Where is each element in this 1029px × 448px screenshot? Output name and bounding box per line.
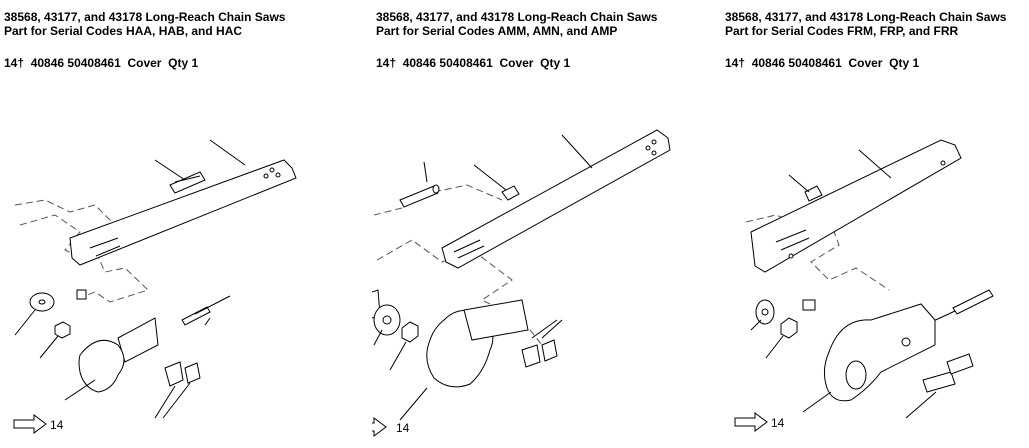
short-bolt	[184, 362, 201, 384]
part-line: 14† 40846 50408461 Cover Qty 1	[376, 56, 571, 70]
bolt-shank	[194, 295, 231, 315]
leader-line	[389, 341, 407, 371]
diagram-panel-1: 38568, 43177, and 43178 Long-Reach Chain…	[0, 0, 343, 448]
bar-hole	[263, 173, 269, 179]
saw-chain	[169, 171, 206, 194]
right-outline-arrow-icon	[372, 417, 387, 437]
diagram-panel-3: 38568, 43177, and 43178 Long-Reach Chain…	[721, 0, 1029, 448]
leader-line	[788, 174, 810, 193]
short-bolt	[164, 361, 184, 387]
washer-hole	[761, 308, 769, 316]
assembly-guide-line	[14, 199, 149, 303]
leader-line	[209, 139, 246, 166]
leader-line	[14, 309, 36, 336]
bar-hole	[269, 167, 275, 173]
leader-line	[154, 385, 176, 419]
leader-line	[802, 391, 832, 413]
pin-end	[432, 184, 440, 194]
washer-hole	[38, 299, 46, 305]
guide-bar	[750, 139, 962, 273]
panel-title-line-2: Part for Serial Codes HAA, HAB, and HAC	[4, 24, 243, 38]
spacer	[76, 289, 87, 300]
leader-line	[750, 319, 762, 331]
chain-link-line	[174, 175, 201, 183]
bar-slot	[453, 239, 485, 259]
panel-title-line-1: 38568, 43177, and 43178 Long-Reach Chain…	[725, 10, 1007, 24]
cover-boss	[845, 360, 867, 390]
leader-line	[423, 161, 428, 183]
short-bolt	[541, 339, 558, 362]
leader-line	[858, 149, 892, 179]
panel-title-line-2: Part for Serial Codes AMM, AMN, and AMP	[376, 24, 618, 38]
callout-label: 14	[396, 421, 410, 435]
part-line: 14† 40846 50408461 Cover Qty 1	[725, 56, 920, 70]
exploded-view-drawing: 14	[734, 139, 994, 432]
exploded-view-drawing: 14	[13, 139, 297, 434]
washer-hole	[382, 315, 392, 325]
bar-hole	[651, 150, 657, 156]
exploded-view-drawing: 14	[372, 129, 671, 437]
cover-hole	[901, 337, 911, 347]
pin	[399, 185, 439, 208]
panel-title: 38568, 43177, and 43178 Long-Reach Chain…	[725, 10, 1006, 38]
right-outline-arrow-icon	[734, 412, 768, 432]
diagram-panel-2: 38568, 43177, and 43178 Long-Reach Chain…	[372, 0, 715, 448]
bar-hole	[651, 139, 657, 145]
leader-line	[473, 164, 507, 191]
leader-line	[154, 159, 186, 181]
leader-line	[39, 335, 59, 359]
panel-title-line-1: 38568, 43177, and 43178 Long-Reach Chain…	[376, 10, 658, 24]
bolt	[181, 306, 211, 326]
stud	[952, 289, 994, 315]
panel-title: 38568, 43177, and 43178 Long-Reach Chain…	[4, 10, 285, 38]
bolt	[946, 353, 974, 375]
spacer	[802, 299, 816, 311]
leader-line	[373, 329, 383, 346]
hex-nut	[54, 321, 71, 339]
right-outline-arrow-icon	[13, 414, 47, 434]
leader-line	[905, 391, 937, 419]
short-bolt	[521, 344, 541, 368]
cover-bracket	[117, 317, 159, 363]
leader-line	[64, 379, 96, 401]
leader-line	[561, 134, 593, 169]
panel-title-line-2: Part for Serial Codes FRM, FRP, and FRR	[725, 24, 959, 38]
panel-title: 38568, 43177, and 43178 Long-Reach Chain…	[376, 10, 657, 38]
cover-bracket	[463, 299, 529, 341]
guide-bar	[441, 129, 671, 269]
panel-title-line-1: 38568, 43177, and 43178 Long-Reach Chain…	[4, 10, 286, 24]
leader-line	[162, 382, 191, 419]
bar-hole	[788, 253, 794, 259]
bar-slot	[775, 229, 810, 251]
cover	[78, 339, 125, 393]
bar-hole	[275, 172, 281, 178]
leader-line	[541, 319, 563, 339]
callout-label: 14	[50, 418, 64, 432]
bar-hole	[645, 145, 651, 151]
callout-label: 14	[771, 416, 785, 430]
leader-line	[399, 387, 428, 421]
bar-slot	[89, 237, 121, 257]
part-line: 14† 40846 50408461 Cover Qty 1	[4, 56, 199, 70]
hex-nut	[780, 317, 798, 339]
chain-adjuster	[501, 185, 520, 201]
chain-adjuster	[804, 185, 823, 202]
leader-line	[204, 317, 211, 326]
hex-nut	[401, 321, 419, 343]
cover	[823, 303, 936, 402]
bolt	[922, 371, 956, 393]
assembly-guide-line	[373, 184, 503, 216]
leader-line	[765, 335, 784, 359]
bar-hole	[940, 160, 946, 166]
leader-line	[531, 319, 558, 339]
guide-bar	[69, 159, 297, 266]
